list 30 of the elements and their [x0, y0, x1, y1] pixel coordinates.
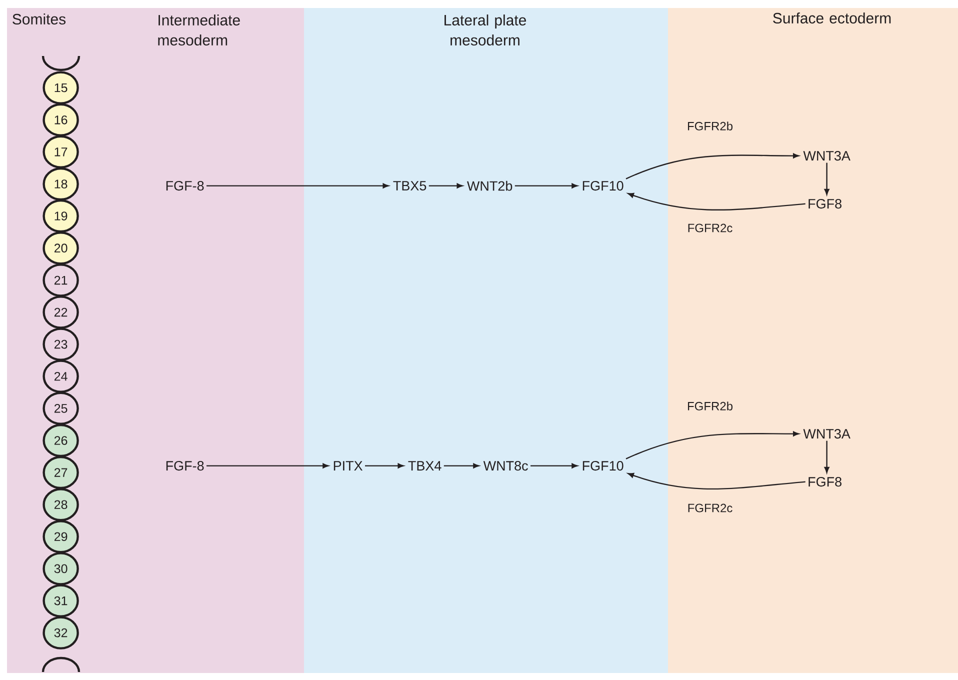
arrow — [428, 183, 463, 188]
gene-label: WNT8c — [483, 461, 528, 471]
gene-label: WNT2b — [467, 180, 512, 191]
arrow — [628, 192, 806, 210]
arrow — [530, 463, 578, 468]
arrow — [444, 463, 480, 468]
arrow — [514, 183, 578, 188]
arrow — [365, 463, 404, 468]
arrow — [824, 162, 830, 195]
arrow — [206, 183, 389, 188]
gene-label: WNT3A — [803, 429, 850, 439]
arrow — [626, 153, 800, 180]
edge-label: FGFR2c — [688, 224, 732, 232]
gene-label: FGF8 — [808, 199, 842, 209]
gene-label: FGF8 — [808, 477, 842, 487]
gene-label: PITX — [334, 461, 363, 470]
edge-label: FGFR2c — [688, 504, 732, 512]
edge-label: FGFR2b — [688, 122, 732, 130]
gene-label: TBX5 — [393, 181, 426, 190]
gene-label: FGF-8 — [166, 181, 204, 191]
arrow — [824, 440, 830, 473]
gene-label: FGF-8 — [166, 461, 204, 471]
edge-label: FGFR2b — [688, 402, 732, 410]
gene-label: WNT3A — [803, 151, 850, 161]
arrow — [628, 472, 806, 490]
arrow — [206, 463, 329, 468]
gene-label: FGF10 — [582, 461, 624, 471]
gene-label: FGF10 — [582, 181, 624, 191]
gene-label: TBX4 — [408, 461, 442, 470]
arrow — [626, 431, 800, 460]
